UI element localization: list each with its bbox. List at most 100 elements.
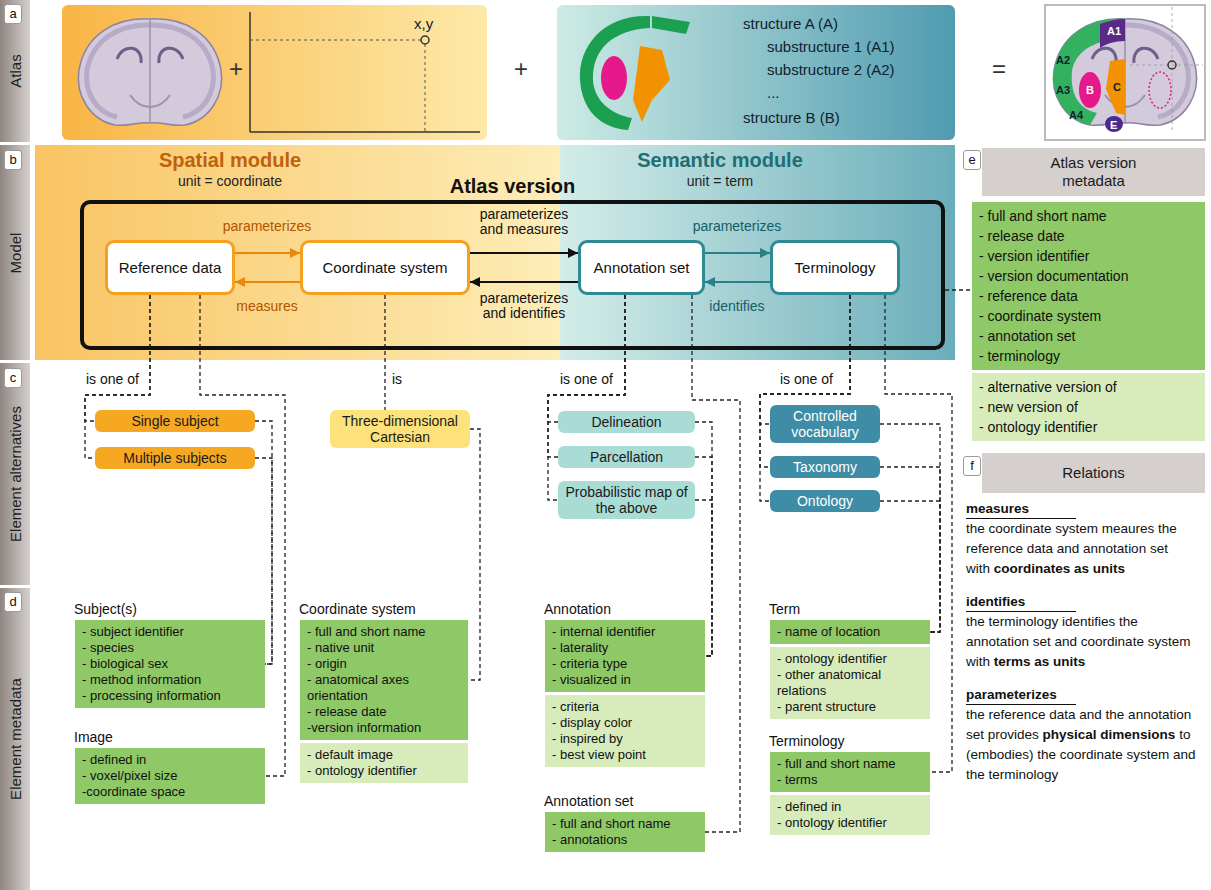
edge-label: parameterizes and measures (473, 207, 575, 237)
relation-term: identifies (966, 593, 1076, 612)
row-label: Element alternatives (0, 363, 30, 585)
alternative-box: Ontology (770, 490, 880, 512)
node-text: C (1113, 81, 1121, 93)
node-text: substructure 1 (A1) (767, 38, 895, 56)
node-text: - native unit (307, 640, 461, 656)
metadata-heading: Subject(s) (74, 601, 137, 618)
relation-emphasis: physical dimensions (1043, 727, 1176, 742)
module-unit: unit = coordinate (130, 173, 330, 190)
node-text: Annotation set (594, 259, 690, 277)
node-text: Reference data (119, 259, 222, 277)
row-label: Model (0, 145, 30, 360)
relation-label: is one of (86, 371, 139, 387)
node-text: - release date (979, 226, 1198, 246)
optional-metadata: - alternative version of- new version of… (972, 373, 1205, 441)
panel-header: Atlas version metadata (982, 148, 1205, 196)
alternative-box: Delineation (558, 411, 695, 433)
relation-arrow (705, 281, 770, 283)
node-text: Relations (1062, 464, 1125, 482)
module-title: Spatial module (130, 148, 330, 172)
optional-metadata: - defined in- ontology identifier (770, 795, 930, 835)
node-text: Terminology (795, 259, 876, 277)
node-text: Atlas (7, 54, 24, 87)
node-text: - best view point (552, 747, 698, 763)
required-metadata: - full and short name- release date- ver… (972, 202, 1205, 370)
node-text: - reference data (979, 286, 1198, 306)
panel-letter: b (4, 150, 22, 170)
optional-metadata: - default image- ontology identifier (300, 743, 468, 783)
node-text: E (1110, 119, 1117, 131)
edge-label: identifies (682, 299, 792, 314)
node-text: - defined in (82, 752, 258, 768)
y-axis (249, 12, 251, 132)
node-text: - visualized in (552, 672, 698, 688)
metadata-heading: Annotation set (544, 793, 634, 810)
atlas-result-image (1053, 7, 1203, 133)
node-text: - name of location (777, 624, 923, 640)
alternative-box: Single subject (95, 410, 255, 432)
panel-letter: e (963, 150, 981, 170)
relations-text: measuresthe coordinate system meaures th… (966, 500, 1202, 785)
region-a (1053, 19, 1125, 125)
node-text: Probabilistic map of the above (564, 484, 689, 516)
required-metadata: Terminology- full and short name- terms (770, 752, 930, 792)
node-text: structure A (A) (743, 15, 838, 33)
dashed-link (548, 295, 625, 500)
node-text: - biological sex (82, 656, 258, 672)
required-metadata: Subject(s)- subject identifier- species-… (75, 620, 265, 708)
brain-image (1053, 19, 1196, 126)
panel-header: Relations (982, 453, 1205, 493)
dashed-link (945, 289, 972, 290)
node-text: -version information (307, 720, 461, 736)
operator-symbol: + (229, 56, 243, 82)
node-text: - new version of (979, 397, 1198, 417)
region-a1 (1100, 19, 1125, 48)
edge-label: parameterizes and identifies (473, 291, 575, 321)
relation-label: is one of (780, 371, 833, 387)
edge-label: parameterizes (212, 219, 322, 234)
node-text: - parent structure (777, 699, 923, 715)
alternative-box: Taxonomy (770, 456, 880, 478)
panel-letter: a (4, 4, 22, 24)
coordinate-guide (425, 44, 426, 132)
node-text: - ontology identifier (979, 417, 1198, 437)
node-text: - species (82, 640, 258, 656)
relation-label: is one of (560, 371, 613, 387)
node-text: - inspired by (552, 731, 698, 747)
semantic-panel: structure A (A) substructure 1 (A1) substr… (557, 5, 955, 140)
row-label: Element metadata (0, 588, 30, 890)
coordinate-point (421, 36, 429, 44)
required-metadata: Annotation set- full and short name- ann… (545, 812, 705, 852)
node-text: Ontology (797, 493, 853, 509)
model-element: Annotation set (578, 240, 705, 295)
node-text: Three-dimensional Cartesian (336, 413, 464, 445)
node-text: - full and short name (979, 206, 1198, 226)
relation-arrow (235, 281, 300, 283)
relation-arrow (235, 252, 300, 254)
dashed-link (880, 501, 940, 632)
relation-term: parameterizes (966, 686, 1076, 705)
alternative-box: Three-dimensional Cartesian (330, 410, 470, 448)
required-metadata: Term- name of location (770, 620, 930, 644)
relation-emphasis: terms as units (994, 654, 1086, 669)
node-text: A1 (1107, 25, 1121, 37)
metadata-heading: Term (769, 601, 800, 618)
node-text: Element metadata (7, 678, 24, 800)
node-text: - annotation set (979, 326, 1198, 346)
region-c (1106, 59, 1125, 115)
node-text: - criteria type (552, 656, 698, 672)
node-text: - defined in (777, 799, 923, 815)
required-metadata: Image- defined in- voxel/pixel size-coor… (75, 748, 265, 804)
node-text: substructure 2 (A2) (767, 61, 895, 79)
node-text: Multiple subjects (123, 450, 227, 466)
crosshair (1130, 65, 1203, 66)
node-text: - full and short name (307, 624, 461, 640)
node-text: - processing information (82, 688, 258, 704)
node-text: - terminology (979, 346, 1198, 366)
node-text: Parcellation (590, 449, 663, 465)
alternative-box: Probabilistic map of the above (558, 481, 695, 519)
node-text: Single subject (131, 413, 218, 429)
node-text: - version identifier (979, 246, 1198, 266)
metadata-heading: Terminology (769, 733, 844, 750)
node-text: - ontology identifier (307, 763, 461, 779)
